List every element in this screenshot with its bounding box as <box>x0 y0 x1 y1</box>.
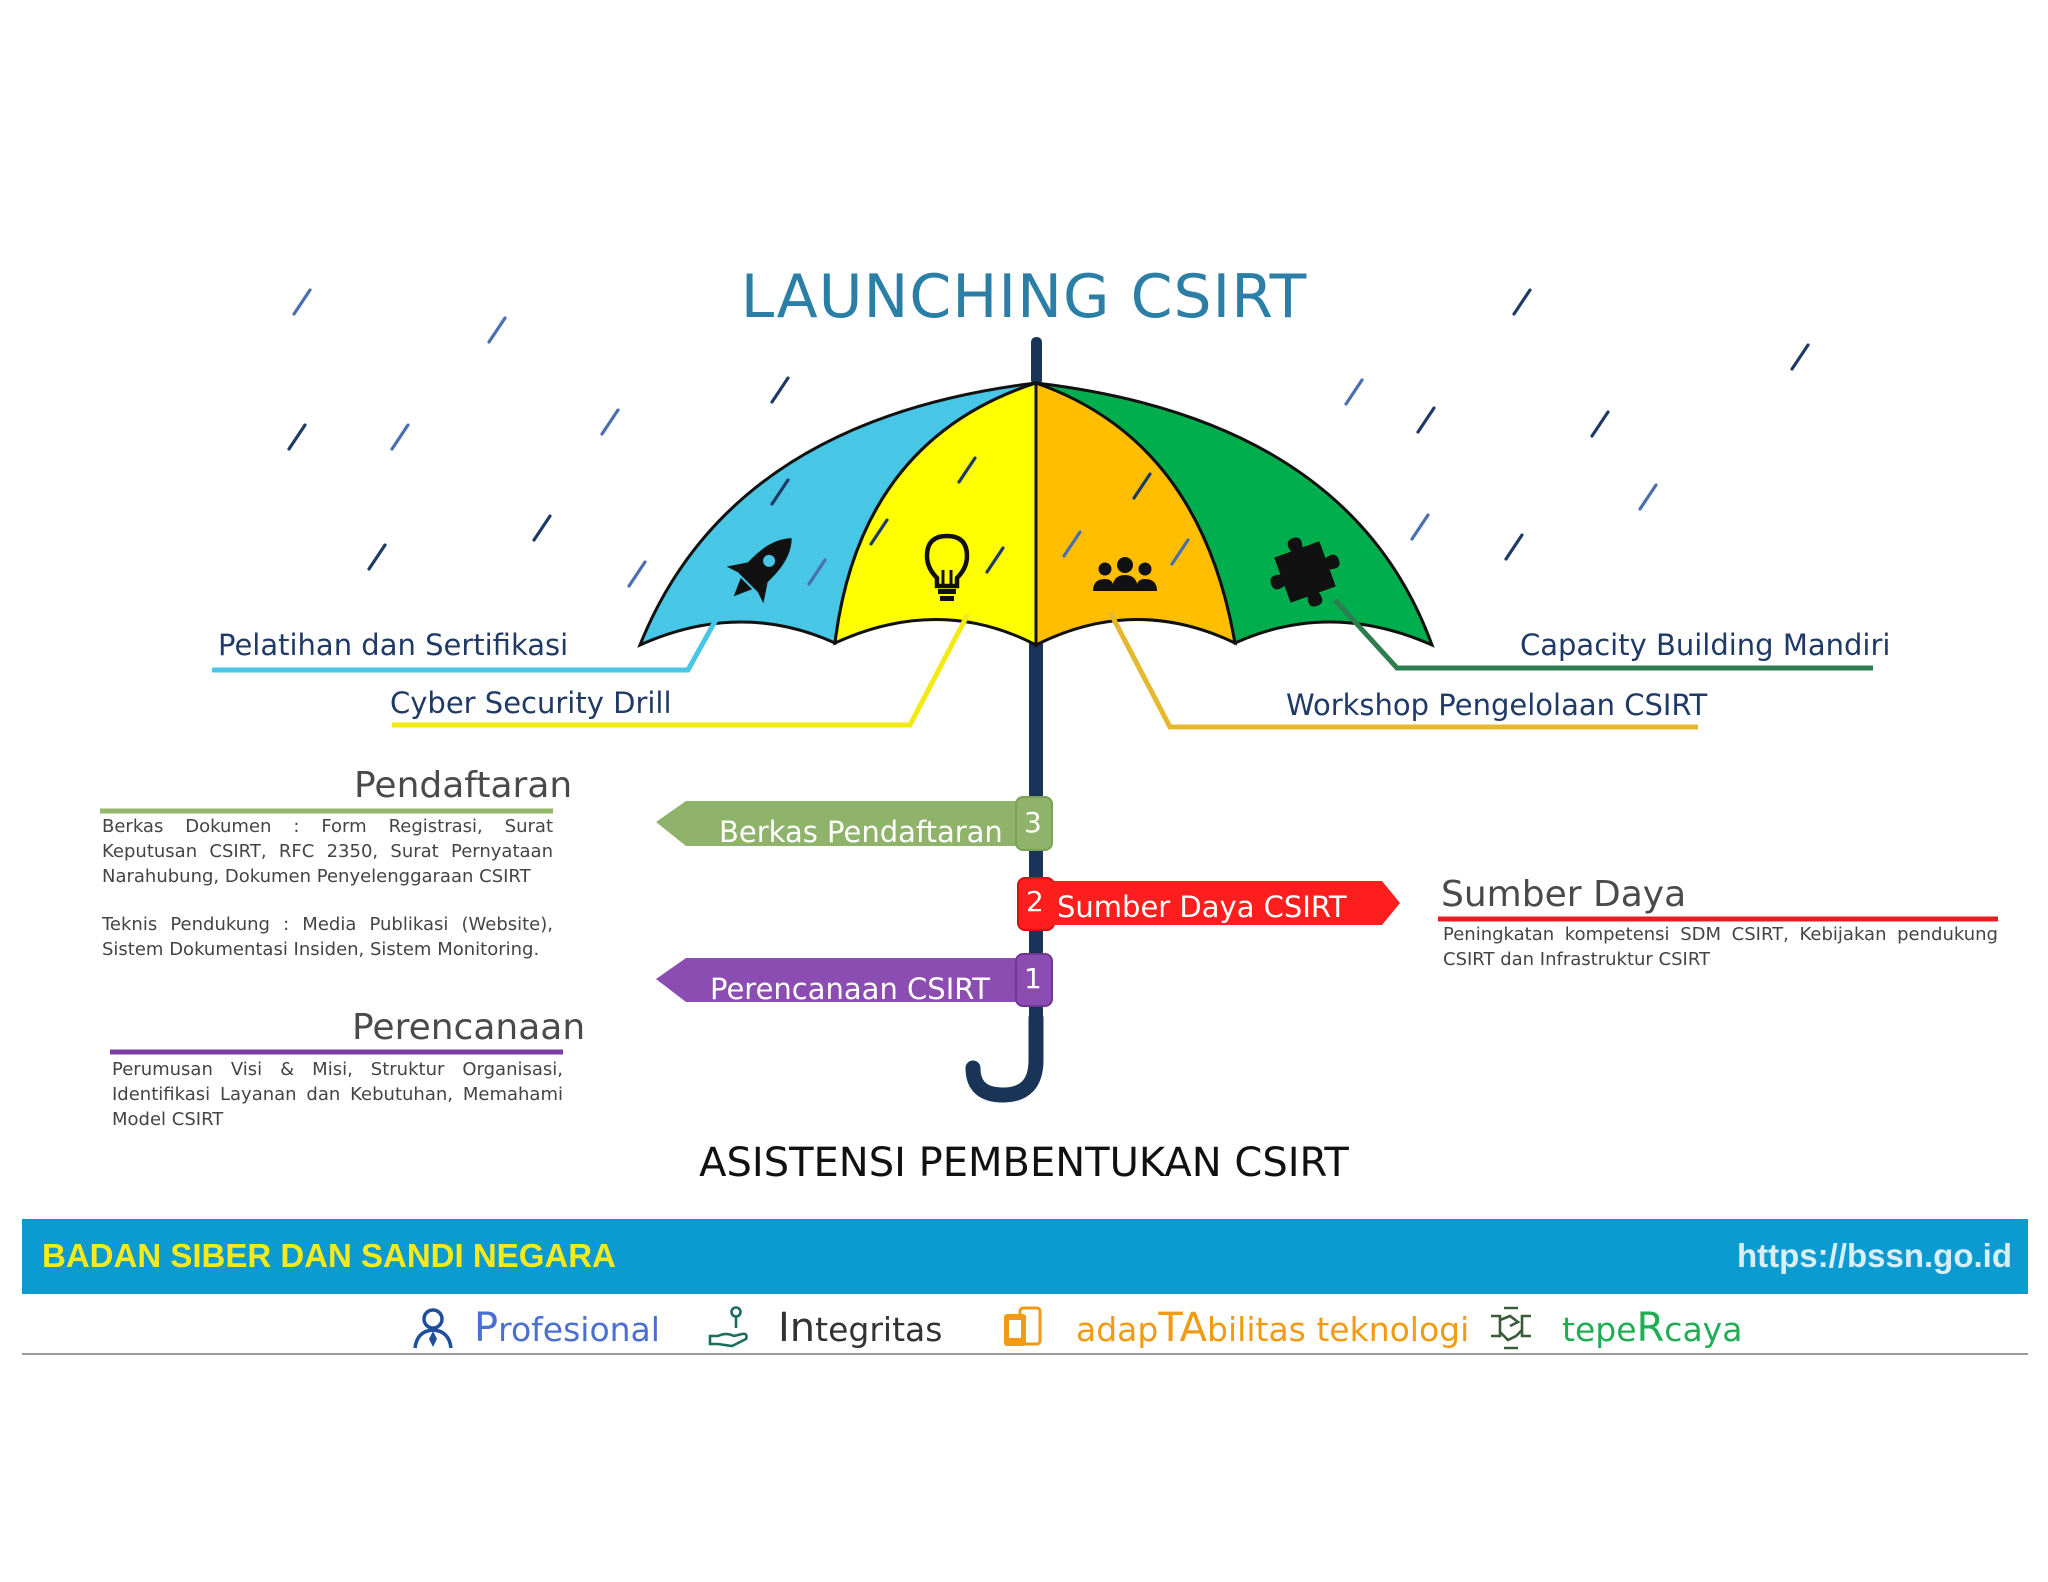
label-pelatihan: Pelatihan dan Sertifikasi <box>218 628 569 662</box>
lightbulb-icon <box>924 533 970 601</box>
leader-line-pelatihan <box>212 614 721 673</box>
leader-line-capacity <box>1333 598 1873 671</box>
label-workshop: Workshop Pengelolaan CSIRT <box>1286 688 1708 722</box>
step-3-badge <box>1015 796 1053 851</box>
rain-drop <box>770 478 790 506</box>
leader-line-workshop <box>1107 610 1698 730</box>
handshake-icon <box>1491 1306 1531 1350</box>
rain-drop <box>292 288 312 316</box>
rain-drops-front <box>770 456 1190 586</box>
rain-drop <box>1590 410 1610 438</box>
desc-pendaftaran-teknis: Teknis Pendukung : Media Publikasi (Webs… <box>102 914 553 960</box>
person-icon <box>413 1308 453 1349</box>
heading-perencanaan: Perencanaan <box>352 1007 586 1048</box>
diagram-subtitle: ASISTENSI PEMBENTUKAN CSIRT <box>699 1140 1349 1186</box>
rain-drop <box>807 558 827 586</box>
heading-pendaftaran: Pendaftaran <box>354 765 573 806</box>
heading-sumber-daya: Sumber Daya <box>1441 874 1687 915</box>
rain-drop <box>600 408 620 436</box>
label-cyber-security-drill: Cyber Security Drill <box>390 686 672 720</box>
rain-drop <box>957 456 977 484</box>
step-2-tag <box>1052 881 1400 925</box>
rain-drop <box>287 423 307 451</box>
rain-drop <box>869 518 889 546</box>
rain-drop <box>1062 530 1082 558</box>
rain-drop <box>390 423 410 451</box>
step-1-label: Perencanaan CSIRT <box>710 972 991 1006</box>
step-3-tag <box>656 801 1020 846</box>
website-url[interactable]: https://bssn.go.id <box>1737 1237 2012 1274</box>
value-profesional: Profesional <box>474 1305 660 1351</box>
rocket-icon <box>726 538 792 604</box>
desc-pendaftaran-berkas: Berkas Dokumen : Form Registrasi, Surat … <box>102 816 553 887</box>
step-1-tag <box>656 958 1020 1002</box>
rain-drop <box>1410 513 1430 541</box>
step-1-number: 1 <box>1024 962 1042 995</box>
rain-drop <box>985 546 1005 574</box>
step-3-label: Berkas Pendaftaran <box>719 815 1003 849</box>
umbrella-handle <box>965 1010 1044 1103</box>
desc-perencanaan: Perumusan Visi & Misi, Struktur Organisa… <box>112 1059 563 1130</box>
label-capacity-building: Capacity Building Mandiri <box>1520 628 1891 662</box>
rain-drop <box>1512 288 1532 316</box>
rain-drop <box>1416 406 1436 434</box>
umbrella-tip <box>1031 337 1042 385</box>
step-2-label: Sumber Daya CSIRT <box>1057 890 1347 924</box>
value-tepercaya: tepeRcaya <box>1562 1305 1743 1351</box>
rain-drop <box>1790 343 1810 371</box>
step-3-number: 3 <box>1024 806 1042 839</box>
puzzle-icon <box>1270 537 1340 607</box>
leader-line-drill <box>392 612 971 728</box>
step-2-number: 2 <box>1026 885 1044 918</box>
value-adaptabilitas: adapTAbilitas teknologi <box>1076 1305 1470 1351</box>
rain-drop <box>1344 378 1364 406</box>
step-1-badge <box>1015 953 1053 1007</box>
devices-icon <box>1004 1306 1042 1346</box>
values-divider <box>22 1353 2028 1355</box>
value-integritas: Integritas <box>778 1305 943 1351</box>
org-name: BADAN SIBER DAN SANDI NEGARA <box>42 1237 616 1274</box>
rain-drop <box>487 316 507 344</box>
rain-drop <box>367 543 387 571</box>
page-title: LAUNCHING CSIRT <box>740 262 1308 332</box>
rain-drop <box>1132 472 1152 500</box>
people-icon <box>1093 557 1157 591</box>
canopy-panel-yellow <box>833 380 1038 648</box>
rain-drop <box>1504 533 1524 561</box>
rain-drop <box>770 376 790 404</box>
rain-drop <box>1638 483 1658 511</box>
rain-drop <box>1170 538 1190 566</box>
desc-sumber-daya: Peningkatan kompetensi SDM CSIRT, Kebija… <box>1443 924 1998 970</box>
rain-drop <box>532 514 552 542</box>
hand-coin-icon <box>708 1306 748 1348</box>
footer-banner: BADAN SIBER DAN SANDI NEGARA https://bss… <box>22 1219 2028 1294</box>
rain-drop <box>627 560 647 588</box>
